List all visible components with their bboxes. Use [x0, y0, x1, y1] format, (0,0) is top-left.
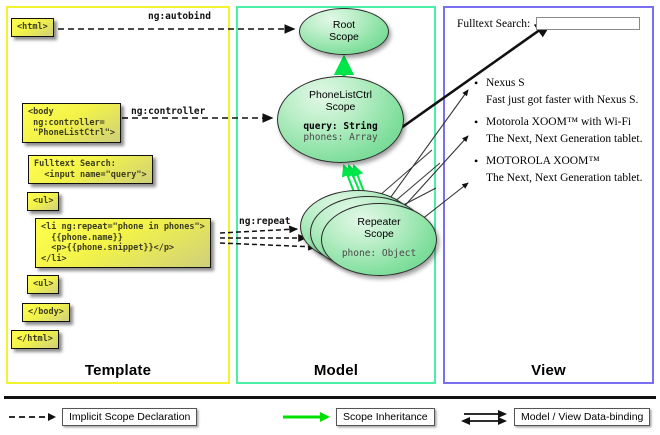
list-item[interactable]: MOTOROLA XOOM™ The Next, Next Generation… — [473, 153, 648, 188]
legend-inheritance-label: Scope Inheritance — [336, 408, 435, 426]
code-box-fulltext-search[interactable]: Fulltext Search: <input name="query"> — [28, 155, 153, 184]
dashed-arrow-icon — [9, 413, 56, 421]
scope-prop-phone: phone: Object — [341, 248, 417, 259]
list-item-name: Motorola XOOM™ with Wi-Fi — [473, 114, 648, 130]
fulltext-search-input[interactable] — [536, 17, 641, 30]
scope-prop-query: query: String — [303, 121, 378, 132]
list-item-snippet: The Next, Next Generation tablet. — [486, 172, 643, 184]
list-item[interactable]: Motorola XOOM™ with Wi-Fi The Next, Next… — [473, 114, 648, 149]
panel-template-title: Template — [84, 362, 152, 379]
scope-repeater-title-line1: Repeater — [357, 216, 401, 228]
scope-root-title-line2: Scope — [329, 31, 359, 43]
list-item-snippet: Fast just got faster with Nexus S. — [486, 94, 639, 106]
scope-phonelistctrl[interactable]: PhoneListCtrl Scope query: String phones… — [277, 76, 404, 163]
legend-scope-inheritance: Scope Inheritance — [282, 408, 435, 426]
legend-divider — [4, 396, 656, 399]
label-ng-repeat: ng:repeat — [239, 216, 291, 227]
label-ng-autobind: ng:autobind — [148, 11, 211, 22]
scope-root[interactable]: Root Scope — [299, 8, 389, 55]
legend-implicit-label: Implicit Scope Declaration — [62, 408, 198, 426]
scope-repeater[interactable]: Repeater Scope phone: Object — [321, 203, 437, 276]
panel-view-title: View — [531, 362, 566, 379]
list-item-name: MOTOROLA XOOM™ — [473, 153, 648, 169]
code-box-body-close[interactable]: </body> — [22, 303, 70, 322]
panel-view: View — [443, 6, 654, 384]
scope-phonelistctrl-title-line2: Scope — [325, 101, 356, 113]
list-item-snippet: The Next, Next Generation tablet. — [486, 133, 643, 145]
code-box-li-repeat[interactable]: <li ng:repeat="phone in phones"> {{phone… — [35, 218, 211, 268]
code-box-ul-close[interactable]: <ul> — [27, 275, 60, 294]
scope-repeater-title-line2: Scope — [364, 228, 394, 240]
label-ng-controller: ng:controller — [131, 106, 206, 117]
view-phone-list: Nexus S Fast just got faster with Nexus … — [473, 75, 648, 192]
list-item[interactable]: Nexus S Fast just got faster with Nexus … — [473, 75, 648, 110]
code-box-ul-open[interactable]: <ul> — [27, 192, 60, 211]
double-arrow-icon — [461, 410, 507, 425]
view-search-row: Fulltext Search: — [457, 17, 641, 30]
scope-root-title-line1: Root — [332, 19, 356, 31]
panel-model-title: Model — [313, 362, 359, 379]
scope-prop-phones: phones: Array — [303, 132, 378, 143]
legend-databinding-label: Model / View Data-binding — [514, 408, 651, 426]
scope-phonelistctrl-title-line1: PhoneListCtrl — [308, 89, 373, 101]
green-arrow-icon — [283, 412, 330, 422]
legend-data-binding: Model / View Data-binding — [460, 408, 651, 426]
view-search-label: Fulltext Search: — [457, 17, 531, 30]
list-item-name: Nexus S — [473, 75, 648, 91]
code-box-body-open[interactable]: <body ng:controller= "PhoneListCtrl"> — [22, 103, 121, 143]
code-box-html-close[interactable]: </html> — [11, 330, 59, 349]
code-box-html-open[interactable]: <html> — [11, 18, 54, 37]
legend-implicit-scope-declaration: Implicit Scope Declaration — [8, 408, 198, 426]
